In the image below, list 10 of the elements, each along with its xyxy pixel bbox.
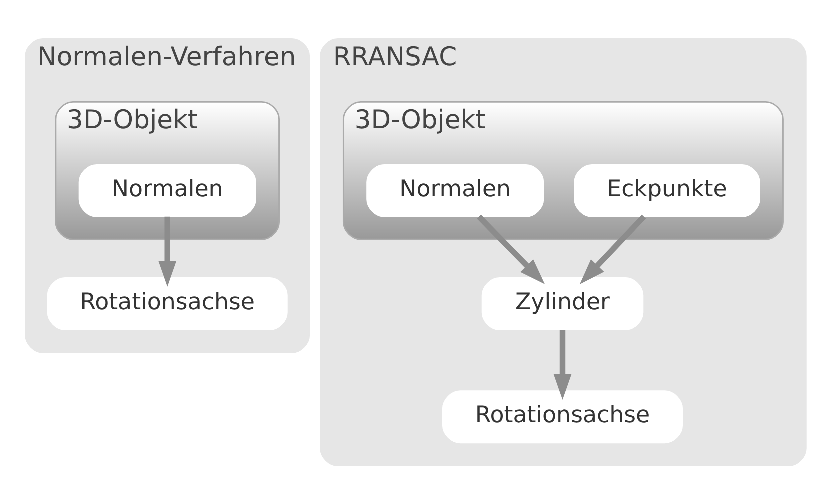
arrow [158, 216, 177, 286]
node-box: Zylinder [482, 277, 644, 330]
arrow [580, 214, 646, 284]
node-box: Rotationsachse [47, 277, 288, 330]
arrow [554, 329, 572, 400]
node-box: Rotationsachse [442, 390, 683, 444]
arrow [477, 214, 546, 284]
node-box: Normalen [366, 164, 544, 217]
node-box: Normalen [78, 164, 256, 217]
node-box: Eckpunkte [574, 164, 760, 217]
